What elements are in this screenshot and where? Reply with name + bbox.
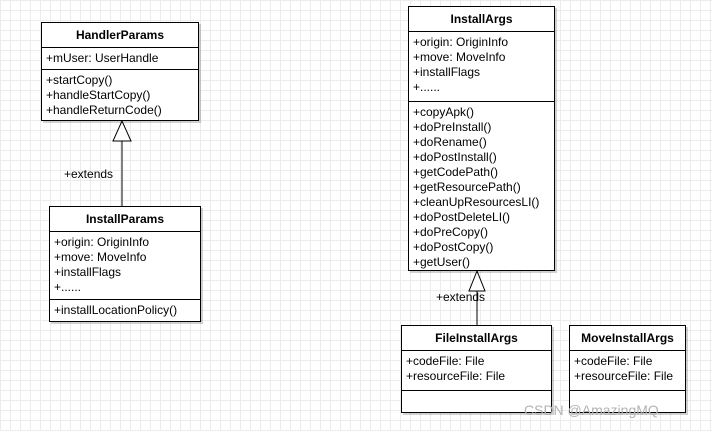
class-install-params[interactable]: InstallParams +origin: OriginInfo +move:… (49, 206, 201, 322)
operation: +getResourcePath() (413, 180, 521, 194)
attribute: +...... (413, 80, 441, 94)
class-move-install-args[interactable]: MoveInstallArgs +codeFile: File +resourc… (569, 325, 686, 413)
operations-section-empty (570, 391, 685, 398)
attribute: +origin: OriginInfo (54, 235, 150, 249)
extends-label-fileinstallargs: +extends (436, 290, 486, 304)
attributes-section: +codeFile: File +resourceFile: File (570, 351, 685, 391)
class-install-args[interactable]: InstallArgs +origin: OriginInfo +move: M… (408, 6, 555, 271)
class-handler-params[interactable]: HandlerParams +mUser: UserHandle +startC… (41, 22, 199, 121)
attribute: +codeFile: File (574, 354, 653, 368)
attribute: +move: MoveInfo (413, 50, 506, 64)
operation: +installLocationPolicy() (54, 303, 178, 317)
operation: +doPreInstall() (413, 120, 492, 134)
operation: +doPreCopy() (413, 225, 489, 239)
operation: +doPostDeleteLI() (413, 210, 511, 224)
operation: +getCodePath() (413, 165, 499, 179)
operations-section: +installLocationPolicy() (50, 300, 200, 322)
attribute: +resourceFile: File (574, 369, 674, 383)
operation: +doRename() (413, 135, 487, 149)
generalization-arrow-installargs (468, 269, 486, 292)
extends-label-installparams: +extends (64, 167, 114, 181)
attribute: +installFlags (413, 65, 481, 79)
attribute: +...... (54, 280, 82, 294)
class-name: HandlerParams (42, 23, 198, 48)
operation: +doPostInstall() (413, 150, 497, 164)
attribute: +resourceFile: File (406, 369, 506, 383)
attribute: +mUser: UserHandle (46, 51, 159, 65)
operation: +copyApk() (413, 105, 475, 119)
operation: +handleStartCopy() (46, 88, 151, 102)
class-name: InstallParams (50, 207, 200, 232)
attribute: +move: MoveInfo (54, 250, 147, 264)
operation: +getUser() (413, 255, 471, 269)
operation: +cleanUpResourcesLI() (413, 195, 540, 209)
operation: +startCopy() (46, 73, 113, 87)
class-file-install-args[interactable]: FileInstallArgs +codeFile: File +resourc… (401, 325, 552, 413)
attributes-section: +origin: OriginInfo +move: MoveInfo +ins… (409, 32, 554, 102)
operations-section: +startCopy() +handleStartCopy() +handleR… (42, 70, 198, 122)
generalization-arrow-handlerparams (112, 119, 132, 142)
operations-section: +copyApk() +doPreInstall() +doRename() +… (409, 102, 554, 274)
class-name: MoveInstallArgs (570, 326, 685, 351)
operations-section-empty (402, 391, 551, 398)
attributes-section: +origin: OriginInfo +move: MoveInfo +ins… (50, 232, 200, 300)
attribute: +origin: OriginInfo (413, 35, 509, 49)
attributes-section: +mUser: UserHandle (42, 48, 198, 70)
attribute: +installFlags (54, 265, 122, 279)
class-name: InstallArgs (409, 7, 554, 32)
operation: +handleReturnCode() (46, 103, 162, 117)
class-name: FileInstallArgs (402, 326, 551, 351)
attributes-section: +codeFile: File +resourceFile: File (402, 351, 551, 391)
watermark: CSDN @AmazingMQ (524, 402, 659, 418)
attribute: +codeFile: File (406, 354, 485, 368)
operation: +doPostCopy() (413, 240, 494, 254)
